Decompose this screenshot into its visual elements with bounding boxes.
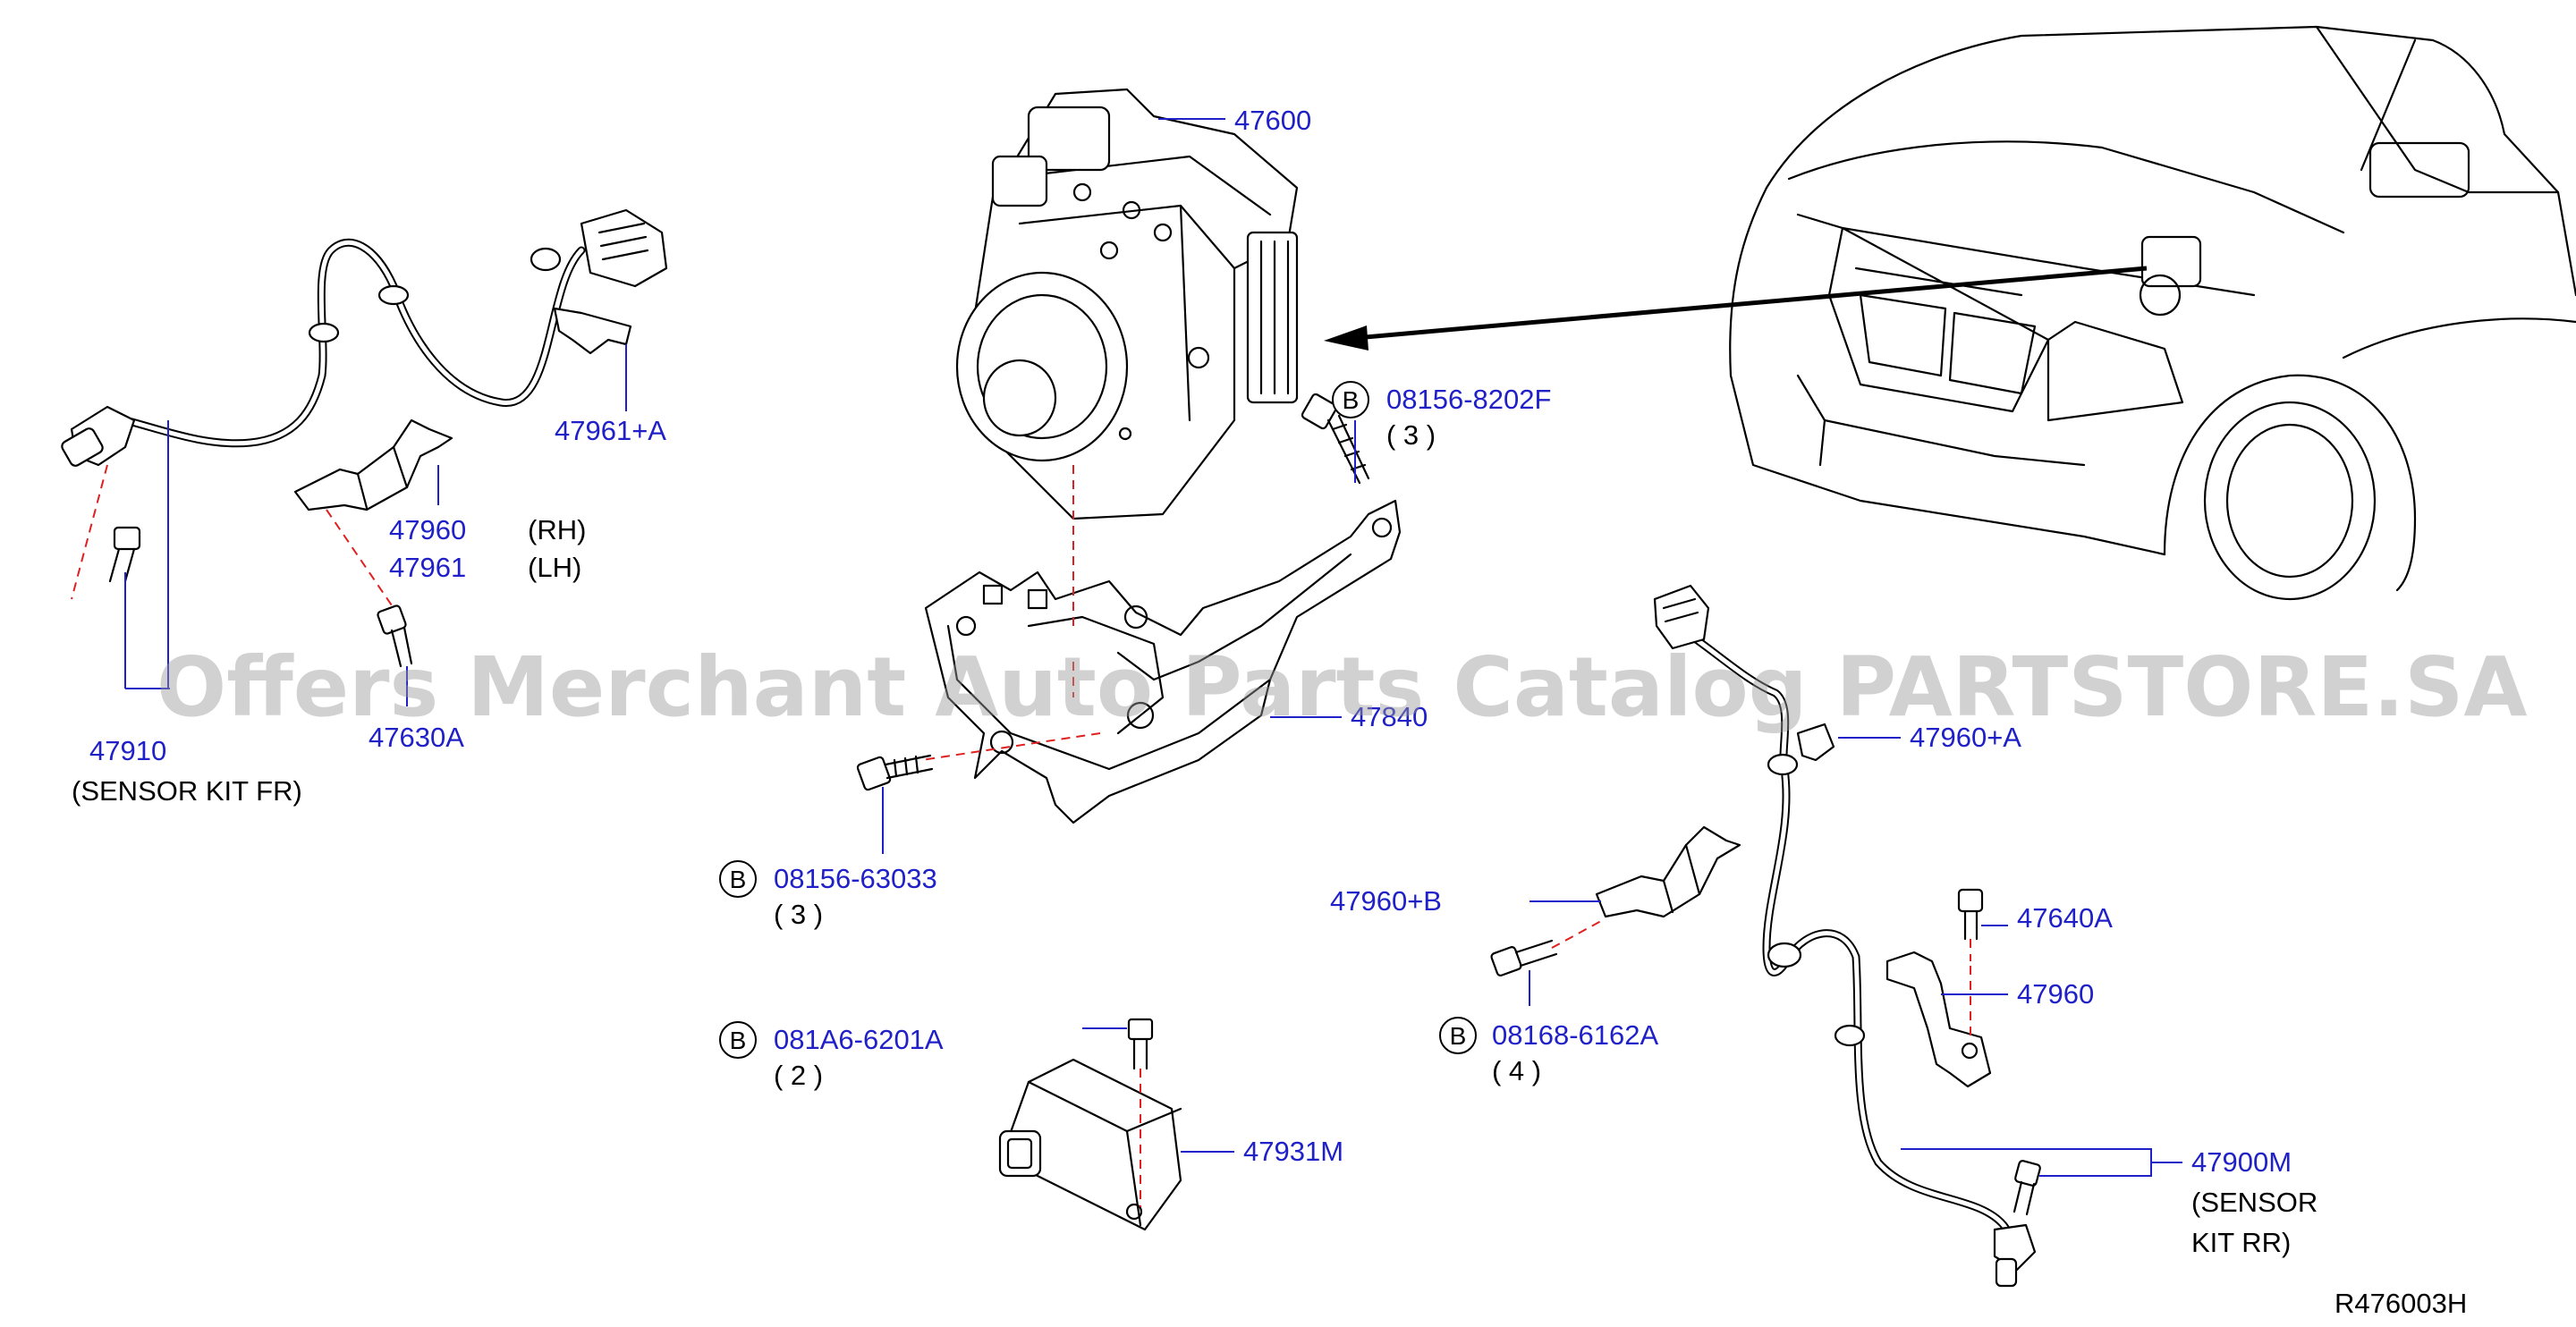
- location-arrow: [1324, 266, 2148, 351]
- bolt-callout-08156-63033: B: [719, 860, 757, 898]
- qty-08168-6162A: ( 4 ): [1492, 1055, 1541, 1086]
- note-sensor-kit-rr-1: (SENSOR: [2191, 1187, 2318, 1218]
- part-label-47910: 47910: [89, 735, 166, 766]
- clip-47960a-illustration: [1796, 723, 1835, 762]
- part-label-47900M: 47900M: [2191, 1146, 2292, 1178]
- part-label-47600: 47600: [1234, 105, 1311, 136]
- part-label-47630A: 47630A: [369, 722, 464, 753]
- abs-actuator-illustration: [955, 88, 1299, 520]
- qty-08156-63033: ( 3 ): [774, 899, 823, 930]
- bolt-08168-6162A-illustration: [1490, 939, 1558, 976]
- bracket-47960-front-illustration: [293, 418, 453, 511]
- svg-text:B: B: [1343, 386, 1360, 414]
- note-sensor-kit-rr-2: KIT RR): [2191, 1227, 2291, 1258]
- part-label-47960-front: 47960: [389, 514, 466, 545]
- bolt-47640a-illustration: [1957, 888, 1984, 941]
- part-label-47960A: 47960+A: [1910, 722, 2021, 753]
- clip-47961a-illustration: [553, 307, 632, 355]
- drawing-reference: R476003H: [2334, 1288, 2467, 1319]
- qty-081A6-6201A: ( 2 ): [774, 1060, 823, 1091]
- sensor-47931m-illustration: [998, 1018, 1182, 1231]
- bolt-callout-08156-8202F: B: [1332, 381, 1369, 418]
- actuator-bracket-illustration: [924, 499, 1402, 824]
- watermark: Offers Merchant Auto Parts Catalog PARTS…: [157, 639, 2528, 735]
- svg-text:B: B: [730, 1027, 747, 1054]
- bolt-08156-8202F-illustration: [1301, 393, 1370, 485]
- part-label-47961A: 47961+A: [555, 415, 666, 446]
- part-label-47960-rear: 47960: [2017, 978, 2094, 1010]
- bolt-47630a-illustration: [377, 604, 413, 668]
- part-label-08156-8202F: 08156-8202F: [1386, 384, 1551, 415]
- rear-sensor-harness-illustration: [1653, 584, 2041, 1288]
- note-rh: (RH): [528, 514, 586, 545]
- bolt-callout-081A6-6201A: B: [719, 1021, 757, 1059]
- part-label-47931M: 47931M: [1243, 1136, 1343, 1167]
- note-sensor-kit-fr: (SENSOR KIT FR): [72, 775, 302, 807]
- part-label-47960B: 47960+B: [1330, 885, 1442, 917]
- vehicle-illustration: [1729, 25, 2576, 601]
- svg-text:B: B: [730, 866, 747, 893]
- bracket-47960b-illustration: [1595, 825, 1741, 918]
- part-label-081A6-6201A: 081A6-6201A: [774, 1024, 944, 1055]
- bolt-callout-08168-6162A: B: [1439, 1017, 1477, 1054]
- bolt-08156-63033-illustration: [856, 754, 934, 791]
- part-label-47840: 47840: [1351, 701, 1428, 732]
- front-sensor-harness-illustration: [61, 208, 668, 583]
- part-label-08168-6162A: 08168-6162A: [1492, 1019, 1658, 1051]
- part-label-08156-63033: 08156-63033: [774, 863, 937, 894]
- qty-08156-8202F: ( 3 ): [1386, 419, 1436, 451]
- part-label-47640A: 47640A: [2017, 902, 2113, 934]
- part-label-47961: 47961: [389, 552, 466, 583]
- svg-text:B: B: [1450, 1022, 1467, 1050]
- note-lh: (LH): [528, 552, 581, 583]
- bracket-47960-rear-illustration: [1885, 951, 1992, 1088]
